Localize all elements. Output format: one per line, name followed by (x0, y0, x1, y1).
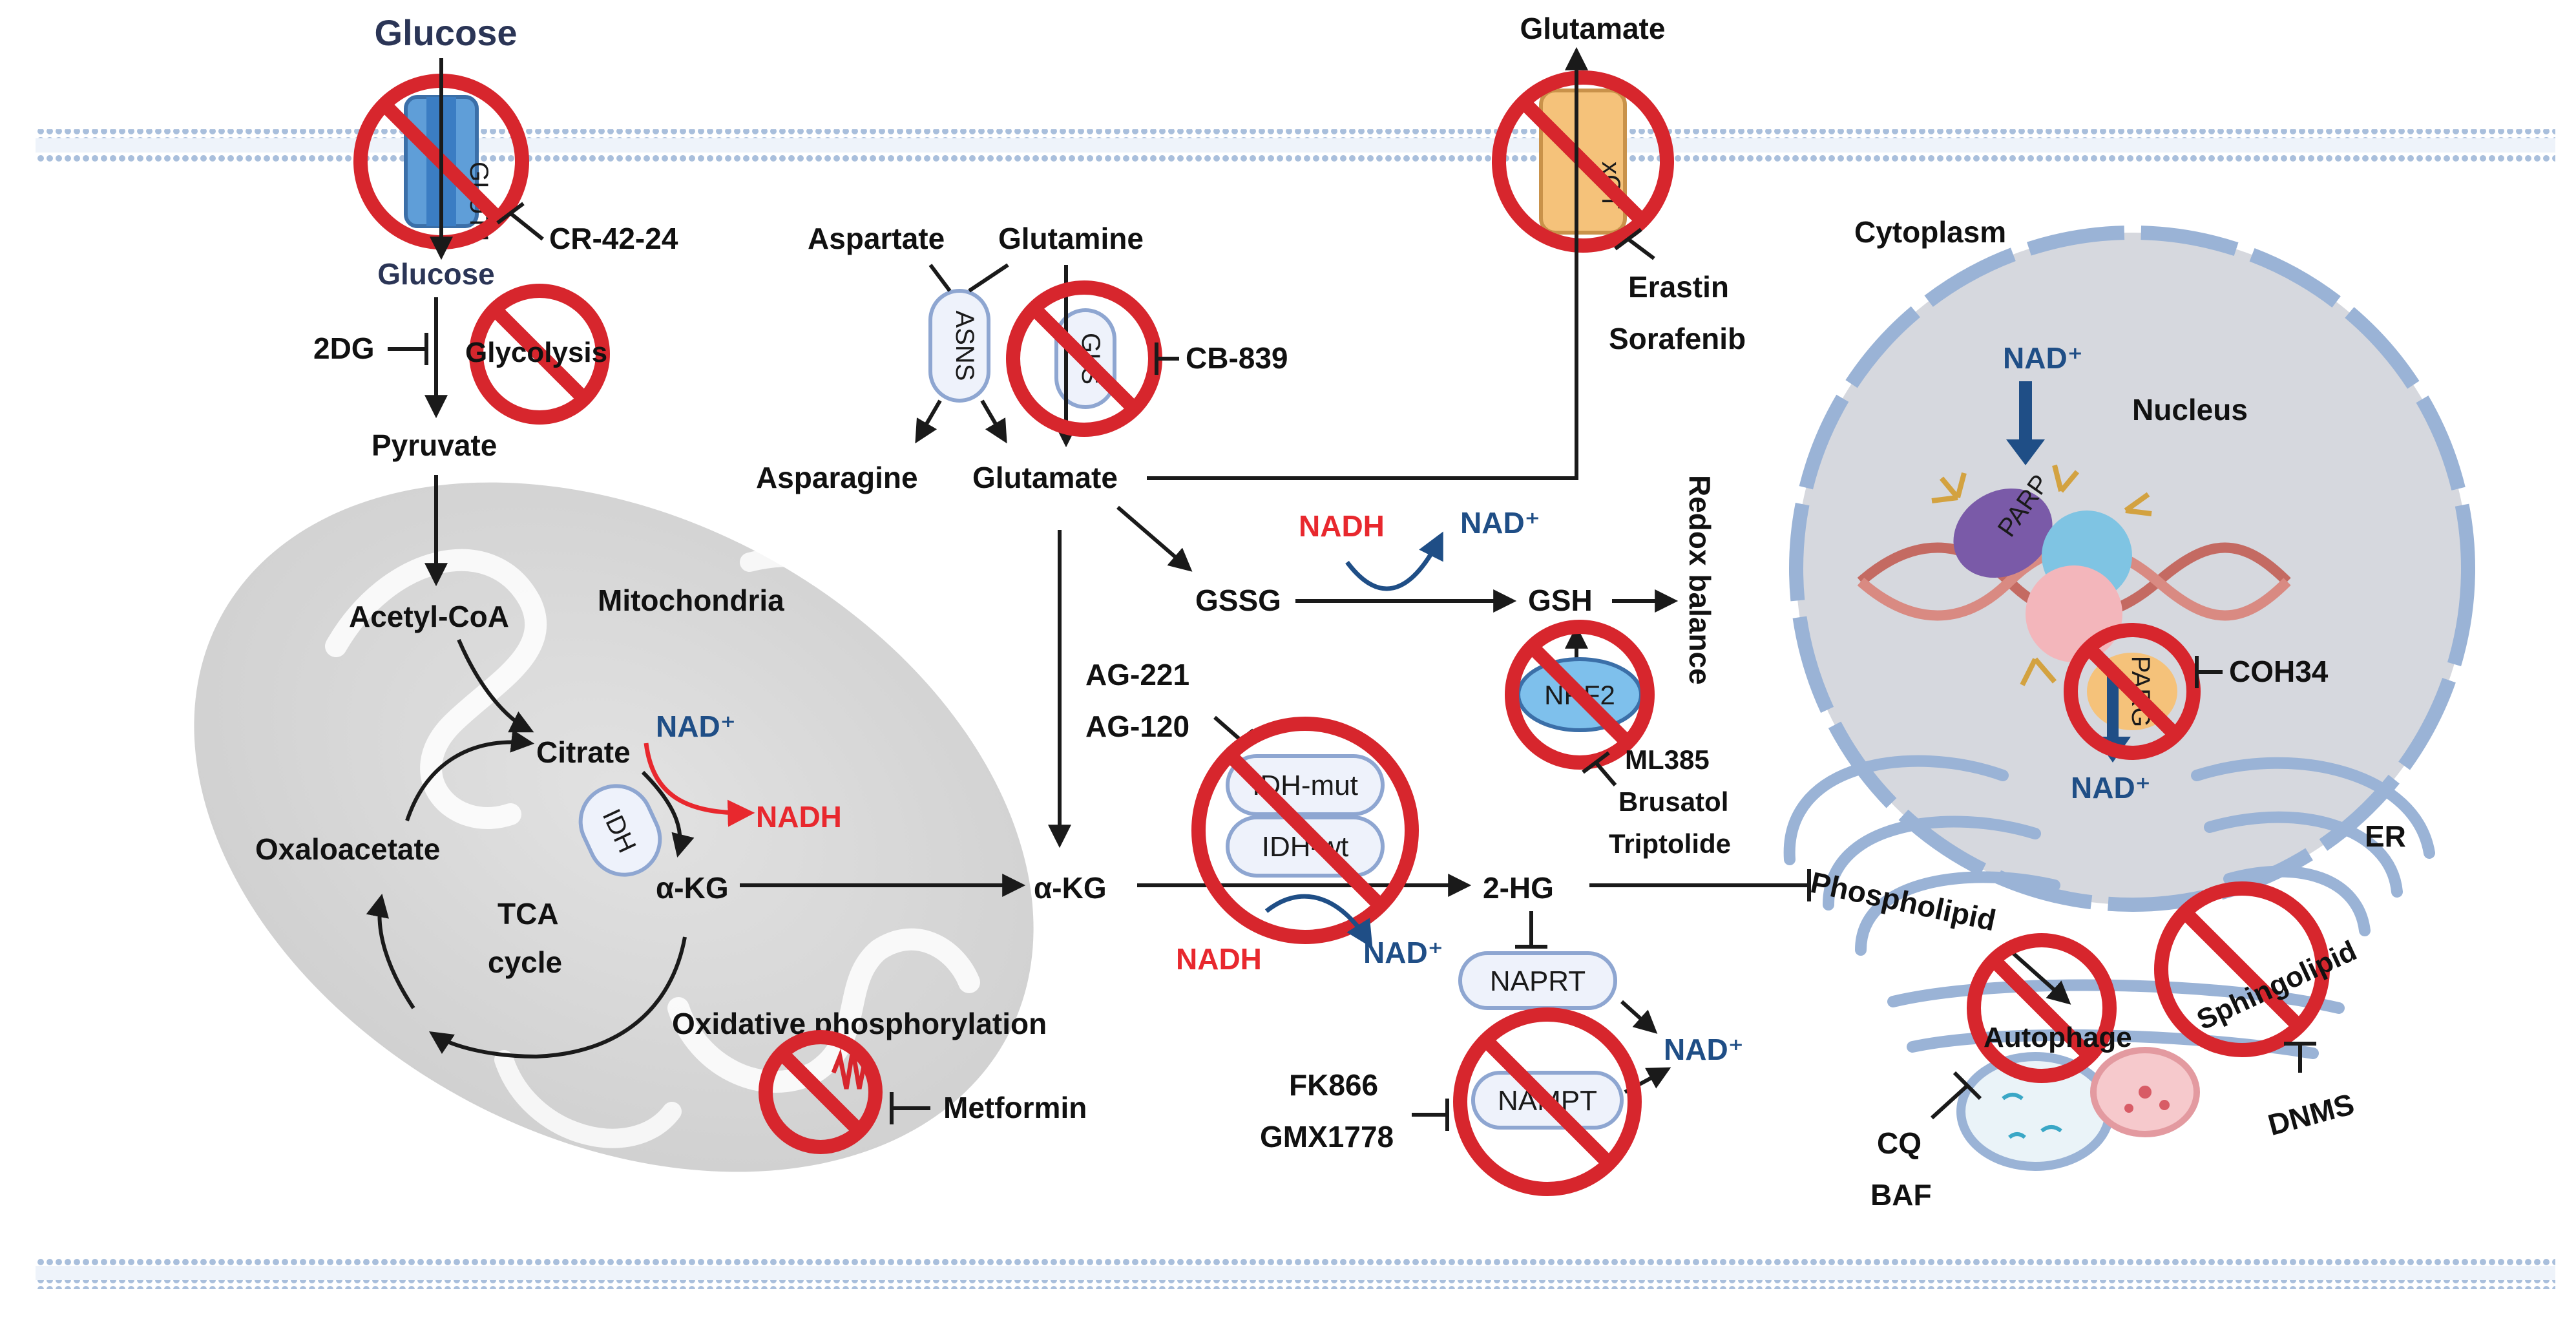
sphingolipid-ban-icon (2154, 881, 2330, 1057)
inhibitor-brusatol: Brusatol (1618, 786, 1728, 817)
two-hg-label: 2-HG (1483, 871, 1554, 905)
plasma-membrane-top (36, 129, 2555, 162)
erastin-inhibition-line (1627, 237, 1655, 260)
xct-ban-icon (1492, 70, 1674, 253)
arrow-aspartate-to-asns (928, 264, 952, 292)
inhibitor-ag221: AG-221 (1085, 658, 1189, 691)
arrow-to-glutamate (980, 399, 1007, 444)
nad-nucleus-out-label: NAD⁺ (2071, 771, 2151, 805)
inhibitor-cr4224: CR-42-24 (549, 222, 678, 255)
arrow-citrate-to-akg (641, 770, 695, 858)
inhibitor-cq: CQ (1877, 1126, 1922, 1160)
asns-label: ASNS (950, 311, 979, 381)
arrow-naprt-to-nad (1620, 1000, 1658, 1034)
aspartate-label: Aspartate (808, 222, 945, 255)
glutamate-extracellular: Glutamate (1520, 12, 1666, 45)
arrow-to-asparagine (915, 399, 942, 444)
cytoplasm-label: Cytoplasm (1854, 215, 2006, 249)
inhibitor-ag120: AG-120 (1085, 710, 1189, 743)
nad-nucleus-in-label: NAD⁺ (2003, 341, 2083, 375)
citrate-label: Citrate (536, 735, 631, 769)
inhibitor-coh34: COH34 (2229, 655, 2329, 688)
nrf2-ban-icon (1505, 620, 1655, 770)
akg-mito-label: α-KG (656, 871, 729, 905)
ml385-inhibition-line (1594, 761, 1617, 786)
nampt-ban-icon (1453, 1007, 1642, 1196)
arrow-acetylcoa-to-citrate (457, 638, 534, 733)
oxphos-label: Oxidative phosphorylation (672, 1007, 1047, 1040)
arrow-phospholipid-to-autophage (2008, 948, 2071, 1005)
glucose-extracellular: Glucose (375, 12, 518, 53)
glutamine-label: Glutamine (998, 222, 1144, 255)
glucose-intracellular: Glucose (377, 257, 495, 291)
arrow-oxaloacetate-to-citrate (405, 729, 535, 821)
arrow-nadh-to-nad-redox (1345, 531, 1443, 591)
mitochondria-label: Mitochondria (598, 584, 784, 617)
naprt-label: NAPRT (1490, 965, 1586, 997)
glutamate-mid-label: Glutamate (972, 461, 1118, 494)
akg-cyto-label: α-KG (1034, 871, 1107, 905)
inhibitor-ml385: ML385 (1625, 744, 1710, 775)
plasma-membrane-bottom (36, 1257, 2555, 1289)
autophagosome (1956, 1047, 2200, 1171)
cr4224-inhibition-line (509, 211, 544, 241)
inhibitor-erastin: Erastin (1628, 270, 1729, 304)
glycolysis-label: Glycolysis (465, 337, 607, 368)
idh-mito-pill (578, 784, 662, 877)
inhibitor-gmx1778: GMX1778 (1260, 1120, 1394, 1153)
cq-inhibition-line (1930, 1084, 1969, 1120)
nad-idh-label: NAD⁺ (1363, 936, 1443, 969)
nadh-redox-label: NADH (1299, 509, 1385, 543)
par-chain-icons (1931, 465, 2152, 686)
ag-inhibition-line (1213, 715, 1242, 742)
nad-naprt-label: NAD⁺ (1664, 1033, 1744, 1066)
asns-pill (928, 289, 990, 403)
oxaloacetate-label: Oxaloacetate (255, 832, 440, 866)
cycle-label: cycle (488, 945, 562, 979)
inhibitor-metformin: Metformin (943, 1091, 1087, 1124)
glycolysis-ban-icon (469, 284, 610, 425)
idh-ban-icon (1191, 717, 1419, 944)
gssg-label: GSSG (1195, 584, 1281, 617)
inhibitor-sorafenib: Sorafenib (1609, 322, 1746, 355)
arrow-succinate-to-oxaloacetate (366, 893, 415, 1009)
asparagine-label: Asparagine (756, 461, 918, 494)
oxphos-ban-icon (759, 1030, 883, 1154)
arrow-glutamate-to-gssg (1116, 505, 1193, 572)
gsh-label: GSH (1528, 584, 1593, 617)
autophage-ban-icon (1967, 933, 2117, 1083)
inhibitor-baf: BAF (1870, 1178, 1932, 1212)
parg-ban-icon (2064, 623, 2201, 760)
inhibitor-fk866: FK866 (1289, 1068, 1378, 1102)
inhibitor-dnms: DNMS (2265, 1087, 2358, 1142)
arrow-nadh-to-nad-idh (1264, 894, 1373, 949)
arrow-nad-to-nadh (644, 742, 755, 827)
inhibitor-2dg: 2DG (313, 332, 375, 365)
arrow-glutamate-to-xct (1147, 47, 1588, 480)
inhibitor-cb839: CB-839 (1186, 341, 1288, 375)
arrow-akg-to-succinate (429, 936, 687, 1059)
er-label: ER (2365, 819, 2406, 853)
nadh-mito-label: NADH (756, 800, 842, 834)
nad-redox-label: NAD⁺ (1460, 506, 1540, 540)
nucleus-label: Nucleus (2132, 393, 2248, 426)
autophage-label: Autophage (1984, 1022, 2132, 1053)
tca-label: TCA (497, 897, 559, 931)
redox-balance-label: Redox balance (1683, 475, 1717, 685)
acetylcoa-label: Acetyl-CoA (349, 600, 509, 633)
nad-mito-label: NAD⁺ (656, 710, 736, 743)
inhibitor-triptolide: Triptolide (1609, 828, 1731, 859)
pyruvate-label: Pyruvate (372, 428, 497, 462)
nadh-idh-label: NADH (1176, 942, 1262, 976)
